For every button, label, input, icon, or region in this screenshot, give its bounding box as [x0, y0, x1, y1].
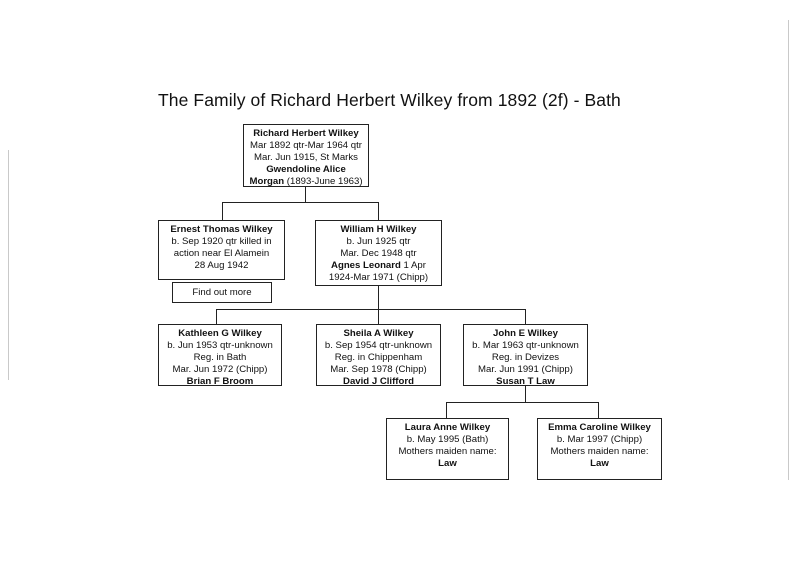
connector-line	[216, 309, 526, 310]
person-detail: action near El Alamein	[173, 248, 270, 259]
person-detail: Reg. in Chippenham	[334, 352, 423, 363]
person-name: Ernest Thomas Wilkey	[170, 224, 273, 235]
person-detail: Reg. in Bath	[193, 352, 247, 363]
person-box-william: William H Wilkey b. Jun 1925 qtr Mar. De…	[315, 220, 442, 286]
scan-edge-right	[788, 20, 789, 480]
person-name: William H Wilkey	[340, 224, 417, 235]
person-detail: b. Mar 1963 qtr-unknown	[472, 340, 579, 351]
person-detail: Mothers maiden name:	[550, 446, 649, 457]
find-out-more-button[interactable]: Find out more	[172, 282, 272, 303]
person-detail: Mar. Jun 1991 (Chipp)	[478, 364, 573, 375]
person-box-emma: Emma Caroline Wilkey b. Mar 1997 (Chipp)…	[537, 418, 662, 480]
person-detail: Mar. Jun 1972 (Chipp)	[172, 364, 268, 375]
spouse-name: David J Clifford	[343, 376, 414, 387]
connector-line	[305, 187, 306, 202]
spouse-name: Gwendoline Alice	[266, 164, 346, 175]
person-name: Richard Herbert Wilkey	[253, 128, 359, 139]
person-detail: Mar. Sep 1978 (Chipp)	[330, 364, 427, 375]
person-detail: Mar. Dec 1948 qtr	[340, 248, 417, 259]
person-detail: b. Mar 1997 (Chipp)	[556, 434, 643, 445]
connector-line	[378, 286, 379, 310]
person-name: Laura Anne Wilkey	[404, 422, 491, 433]
person-detail: 28 Aug 1942	[194, 260, 249, 271]
person-box-sheila: Sheila A Wilkey b. Sep 1954 qtr-unknown …	[316, 324, 441, 387]
spouse-dates: 1 Apr	[400, 260, 426, 271]
connector-line	[446, 402, 599, 403]
connector-line	[216, 309, 217, 324]
person-detail: b. Jun 1953 qtr-unknown	[167, 340, 273, 351]
maiden-name: Law	[590, 458, 609, 469]
spouse-name: Susan T Law	[496, 376, 555, 387]
spouse-name: Agnes Leonard	[331, 260, 401, 271]
person-detail: b. Sep 1954 qtr-unknown	[324, 340, 433, 351]
connector-line	[598, 402, 599, 418]
connector-line	[525, 309, 526, 324]
spouse-line: Agnes Leonard 1 Apr	[318, 260, 439, 272]
person-detail: 1924-Mar 1971 (Chipp)	[328, 272, 429, 283]
person-detail: b. Sep 1920 qtr killed in	[171, 236, 272, 247]
page-title: The Family of Richard Herbert Wilkey fro…	[158, 90, 621, 110]
person-detail: b. May 1995 (Bath)	[406, 434, 489, 445]
person-detail: Mar. Jun 1915, St Marks	[254, 152, 358, 163]
connector-line	[222, 202, 379, 203]
spouse-surname: Morgan	[249, 176, 285, 187]
person-name: John E Wilkey	[493, 328, 558, 339]
person-name: Emma Caroline Wilkey	[548, 422, 651, 433]
person-box-kathleen: Kathleen G Wilkey b. Jun 1953 qtr-unknow…	[158, 324, 282, 387]
connector-line	[222, 202, 223, 220]
connector-line	[446, 402, 447, 418]
scan-edge-left	[8, 150, 9, 380]
spouse-dates: (1893-June 1963)	[284, 176, 363, 187]
person-box-laura: Laura Anne Wilkey b. May 1995 (Bath) Mot…	[386, 418, 509, 480]
person-detail: Reg. in Devizes	[491, 352, 560, 363]
person-detail: Mar 1892 qtr-Mar 1964 qtr	[250, 140, 362, 151]
connector-line	[378, 202, 379, 220]
person-detail: Mothers maiden name:	[398, 446, 497, 457]
spouse-name: Brian F Broom	[186, 376, 254, 387]
person-name: Sheila A Wilkey	[343, 328, 414, 339]
person-box-ernest: Ernest Thomas Wilkey b. Sep 1920 qtr kil…	[158, 220, 285, 280]
connector-line	[525, 386, 526, 403]
person-box-richard: Richard Herbert Wilkey Mar 1892 qtr-Mar …	[243, 124, 369, 187]
spouse-line: Morgan (1893-June 1963)	[246, 176, 366, 188]
person-box-john: John E Wilkey b. Mar 1963 qtr-unknown Re…	[463, 324, 588, 387]
person-name: Kathleen G Wilkey	[178, 328, 262, 339]
person-detail: b. Jun 1925 qtr	[346, 236, 411, 247]
maiden-name: Law	[438, 458, 457, 469]
connector-line	[378, 309, 379, 324]
